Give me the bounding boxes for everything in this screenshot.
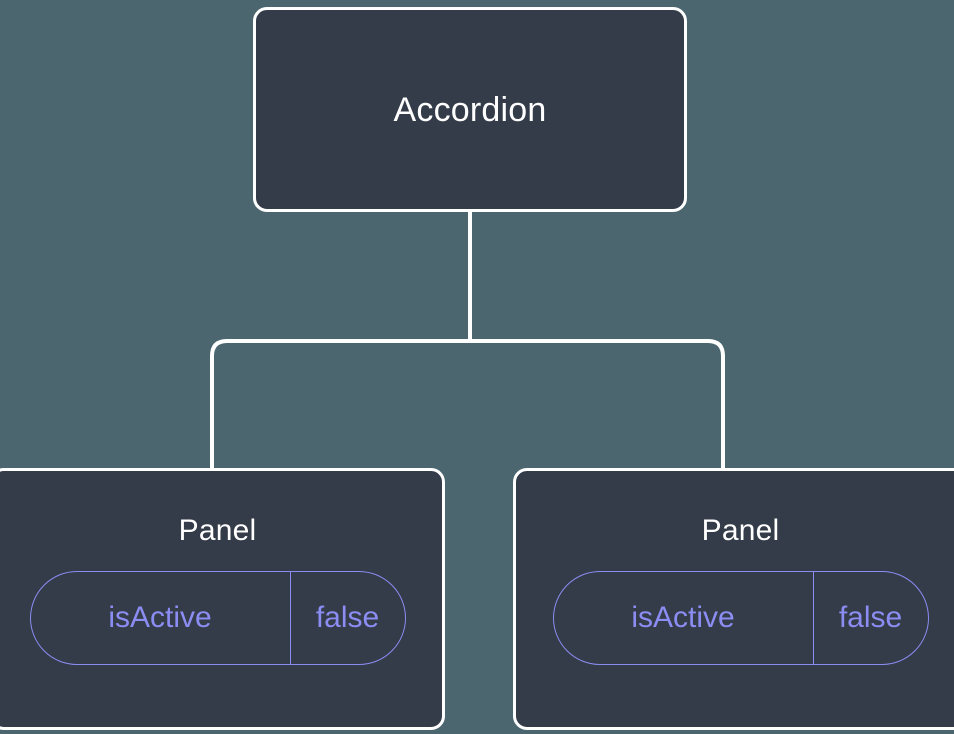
prop-key: isActive (631, 601, 735, 634)
edge-to-panel-right (470, 339, 725, 470)
node-panel-2[interactable]: Panel isActive false (513, 468, 954, 730)
node-accordion[interactable]: Accordion (253, 7, 687, 212)
prop-key: isActive (108, 601, 212, 634)
node-panel-1[interactable]: Panel isActive false (0, 468, 445, 730)
node-panel-2-prop-isactive[interactable]: isActive false (552, 571, 929, 665)
prop-value: false (289, 572, 405, 664)
node-accordion-label: Accordion (393, 90, 547, 129)
node-panel-1-label: Panel (178, 514, 257, 547)
prop-value: false (812, 572, 928, 664)
node-panel-2-label: Panel (701, 514, 780, 547)
node-panel-1-prop-isactive[interactable]: isActive false (29, 571, 406, 665)
edge-to-panel-left (210, 339, 470, 470)
